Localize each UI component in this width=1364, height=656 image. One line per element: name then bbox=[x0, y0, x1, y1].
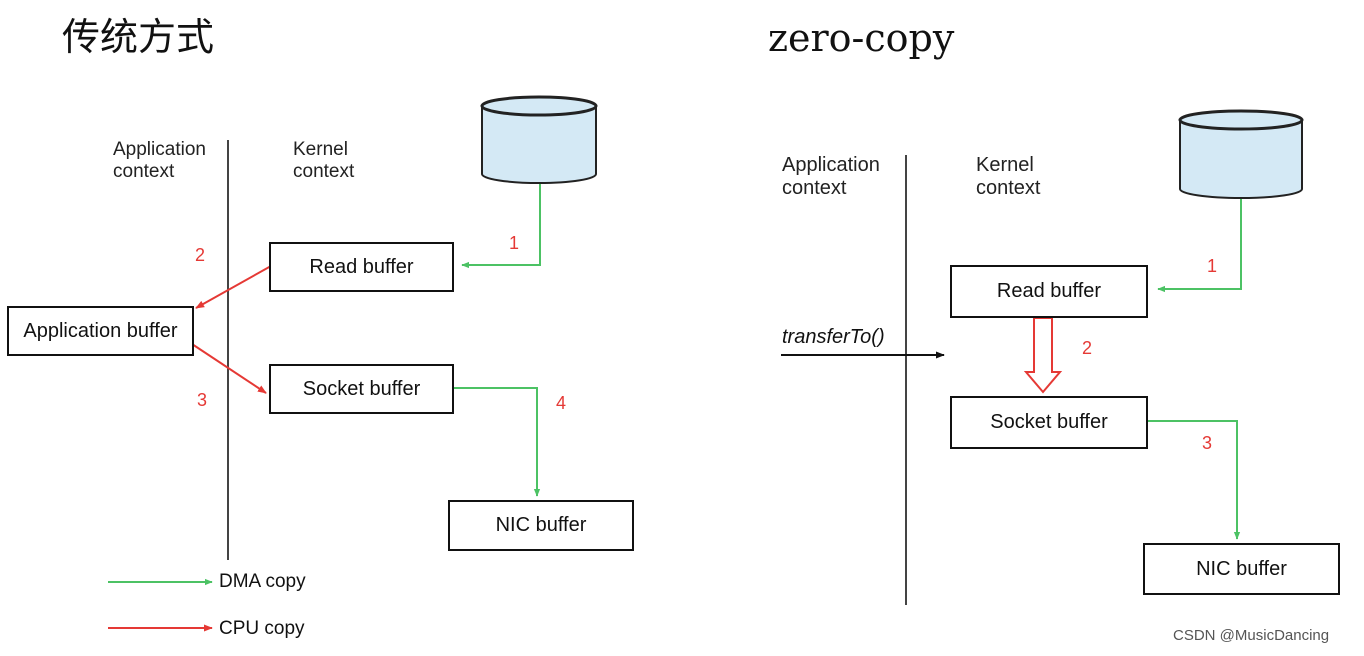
arrow-cpu-3 bbox=[191, 343, 267, 394]
step-label-1: 1 bbox=[1207, 256, 1218, 276]
step-label-2: 2 bbox=[1082, 338, 1093, 358]
arrow-dma-3 bbox=[1147, 420, 1241, 540]
title-traditional: 传统方式 bbox=[62, 15, 215, 59]
socket-buffer-box: Socket buffer bbox=[269, 364, 454, 414]
step-label-1: 1 bbox=[509, 233, 520, 253]
arrow-dma-4 bbox=[453, 387, 541, 497]
arrow-cpu-2 bbox=[195, 265, 272, 309]
nic-buffer-box: NIC buffer bbox=[1143, 543, 1340, 595]
title-zero-copy: zero-copy bbox=[768, 16, 955, 60]
step-label-2: 2 bbox=[195, 245, 206, 265]
step-label-3: 3 bbox=[197, 390, 208, 410]
label-application-context: Application context bbox=[782, 154, 880, 199]
transferto-call-label: transferTo() bbox=[782, 326, 885, 348]
watermark: CSDN @MusicDancing bbox=[1173, 627, 1330, 644]
disk-icon bbox=[480, 95, 598, 184]
nic-buffer-box: NIC buffer bbox=[448, 500, 634, 551]
step-label-4: 4 bbox=[556, 393, 567, 413]
application-buffer-box: Application buffer bbox=[7, 306, 194, 356]
legend-dma-label: DMA copy bbox=[219, 571, 306, 592]
arrow-kernel-copy-2 bbox=[1023, 317, 1063, 394]
read-buffer-box: Read buffer bbox=[950, 265, 1148, 318]
socket-buffer-box: Socket buffer bbox=[950, 396, 1148, 449]
arrow-dma-1 bbox=[1157, 199, 1242, 293]
label-kernel-context: Kernel context bbox=[293, 139, 355, 182]
label-application-context: Application context bbox=[113, 139, 206, 182]
legend-cpu-label: CPU copy bbox=[219, 618, 305, 639]
label-kernel-context: Kernel context bbox=[976, 154, 1041, 199]
step-label-3: 3 bbox=[1202, 433, 1213, 453]
arrow-dma-1 bbox=[461, 184, 541, 269]
disk-icon bbox=[1178, 109, 1304, 199]
read-buffer-box: Read buffer bbox=[269, 242, 454, 292]
